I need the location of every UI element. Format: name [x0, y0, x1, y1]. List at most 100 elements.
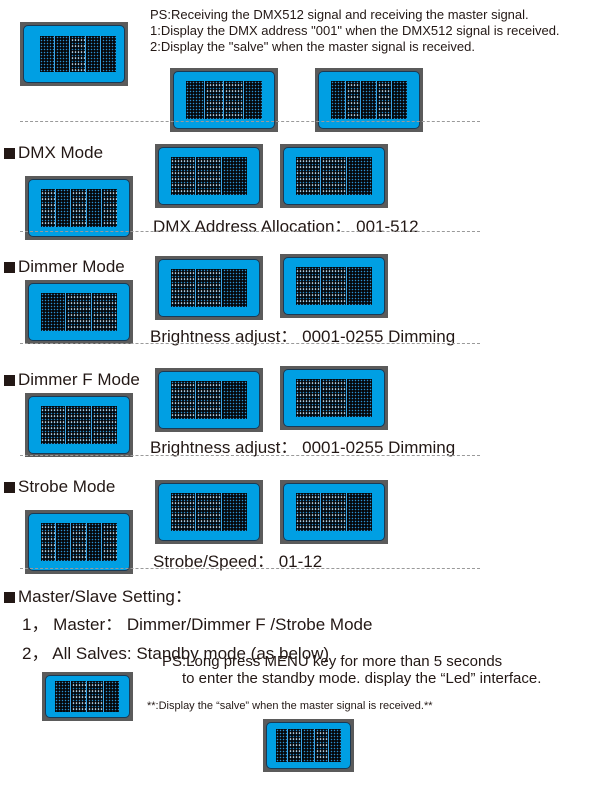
lcd-character-cell — [171, 157, 196, 195]
lcd-matrix — [296, 493, 372, 531]
lcd-display-led — [42, 672, 133, 721]
lcd-character-cell — [55, 681, 71, 712]
lcd-display-dimmer-3 — [280, 254, 388, 318]
lcd-character-cell — [348, 379, 372, 417]
master-slave-footnote: **:Display the “salve” when the master s… — [147, 700, 433, 712]
lcd-character-cell — [197, 381, 222, 419]
dimmer-mode-heading-label: Dimmer Mode — [18, 257, 125, 276]
lcd-character-cell — [322, 493, 347, 531]
lcd-character-cell — [362, 81, 377, 119]
lcd-character-cell — [41, 523, 56, 561]
master-slave-heading: Master/Slave Setting： — [4, 582, 192, 607]
lcd-character-cell — [71, 681, 87, 712]
lcd-matrix — [171, 493, 247, 531]
lcd-character-cell — [296, 379, 321, 417]
lcd-character-cell — [93, 406, 117, 444]
heading-square-icon — [4, 148, 15, 159]
dimmer-mode-caption: Brightness adjust： 0001-0255 Dimming — [150, 327, 456, 346]
heading-square-icon — [4, 375, 15, 386]
divider — [20, 121, 480, 122]
strobe-mode-heading: Strobe Mode — [4, 477, 115, 497]
lcd-character-cell — [103, 189, 117, 227]
lcd-character-cell — [223, 381, 247, 419]
lcd-character-cell — [244, 81, 262, 119]
master-slave-item-1: 1， Master： Dimmer/Dimmer F /Strobe Mode — [22, 615, 373, 634]
lcd-character-cell — [197, 269, 222, 307]
divider — [20, 455, 480, 456]
lcd-matrix — [296, 379, 372, 417]
dimmer-f-mode-heading-label: Dimmer F Mode — [18, 370, 140, 389]
lcd-display-dimmer-f-3 — [280, 366, 388, 430]
lcd-character-cell — [87, 523, 103, 561]
divider — [20, 343, 480, 344]
divider — [20, 568, 480, 569]
master-slave-item-2: 2， All Salves: Standby mode (as below) — [22, 644, 330, 663]
lcd-character-cell — [393, 81, 407, 119]
lcd-matrix — [331, 81, 407, 119]
lcd-display-dmx-3 — [280, 144, 388, 208]
lcd-character-cell — [87, 189, 103, 227]
lcd-character-cell — [72, 523, 87, 561]
lcd-display-dmx-2 — [155, 144, 263, 208]
lcd-character-cell — [322, 157, 347, 195]
lcd-character-cell — [296, 267, 321, 305]
lcd-display-salve-standby — [263, 719, 354, 772]
dmx-mode-heading-label: DMX Mode — [18, 143, 104, 162]
standby-note-1: 1:Display the DMX address "001" when the… — [150, 23, 560, 38]
lcd-character-cell — [56, 523, 72, 561]
lcd-character-cell — [171, 269, 196, 307]
lcd-character-cell — [171, 381, 196, 419]
lcd-character-cell — [55, 36, 71, 72]
lcd-matrix — [186, 81, 262, 119]
lcd-character-cell — [205, 81, 224, 119]
lcd-character-cell — [56, 189, 72, 227]
lcd-character-cell — [41, 293, 66, 331]
lcd-character-cell — [377, 81, 393, 119]
lcd-character-cell — [103, 523, 117, 561]
lcd-character-cell — [102, 36, 116, 72]
master-slave-ps-line2: to enter the standby mode. display the “… — [182, 670, 542, 687]
lcd-character-cell — [223, 493, 247, 531]
lcd-character-cell — [331, 81, 346, 119]
heading-square-icon — [4, 262, 15, 273]
master-slave-heading-label: Master/Slave Setting： — [18, 587, 192, 606]
lcd-display-dimmer-1 — [25, 280, 133, 344]
lcd-character-cell — [276, 729, 289, 762]
lcd-matrix — [171, 269, 247, 307]
heading-square-icon — [4, 482, 15, 493]
lcd-character-cell — [296, 493, 321, 531]
lcd-character-cell — [223, 157, 247, 195]
lcd-matrix — [296, 157, 372, 195]
lcd-display-dimmer-2 — [155, 256, 263, 320]
lcd-character-cell — [197, 157, 222, 195]
lcd-matrix — [40, 36, 116, 72]
lcd-matrix — [41, 406, 117, 444]
lcd-matrix — [171, 381, 247, 419]
lcd-character-cell — [296, 157, 321, 195]
lcd-character-cell — [40, 36, 55, 72]
lcd-character-cell — [104, 681, 119, 712]
lcd-character-cell — [322, 267, 347, 305]
dmx-mode-caption: DMX Address Allocation： 001-512 — [153, 217, 419, 236]
heading-square-icon — [4, 592, 15, 603]
lcd-matrix — [41, 189, 117, 227]
lcd-character-cell — [348, 493, 372, 531]
lcd-matrix — [171, 157, 247, 195]
lcd-character-cell — [72, 189, 87, 227]
standby-note-ps: PS:Receiving the DMX512 signal and recei… — [150, 7, 529, 22]
lcd-character-cell — [86, 36, 102, 72]
lcd-character-cell — [41, 406, 66, 444]
dmx-mode-heading: DMX Mode — [4, 143, 103, 163]
divider — [20, 231, 480, 232]
lcd-character-cell — [197, 493, 222, 531]
lcd-character-cell — [223, 269, 247, 307]
lcd-character-cell — [348, 267, 372, 305]
lcd-display-salve — [315, 68, 423, 132]
lcd-character-cell — [346, 81, 362, 119]
lcd-matrix — [276, 729, 342, 762]
lcd-display-strobe-3 — [280, 480, 388, 544]
lcd-character-cell — [225, 81, 244, 119]
dimmer-f-mode-caption: Brightness adjust： 0001-0255 Dimming — [150, 438, 456, 457]
lcd-character-cell — [316, 729, 329, 762]
lcd-display-standby-main — [20, 22, 128, 86]
